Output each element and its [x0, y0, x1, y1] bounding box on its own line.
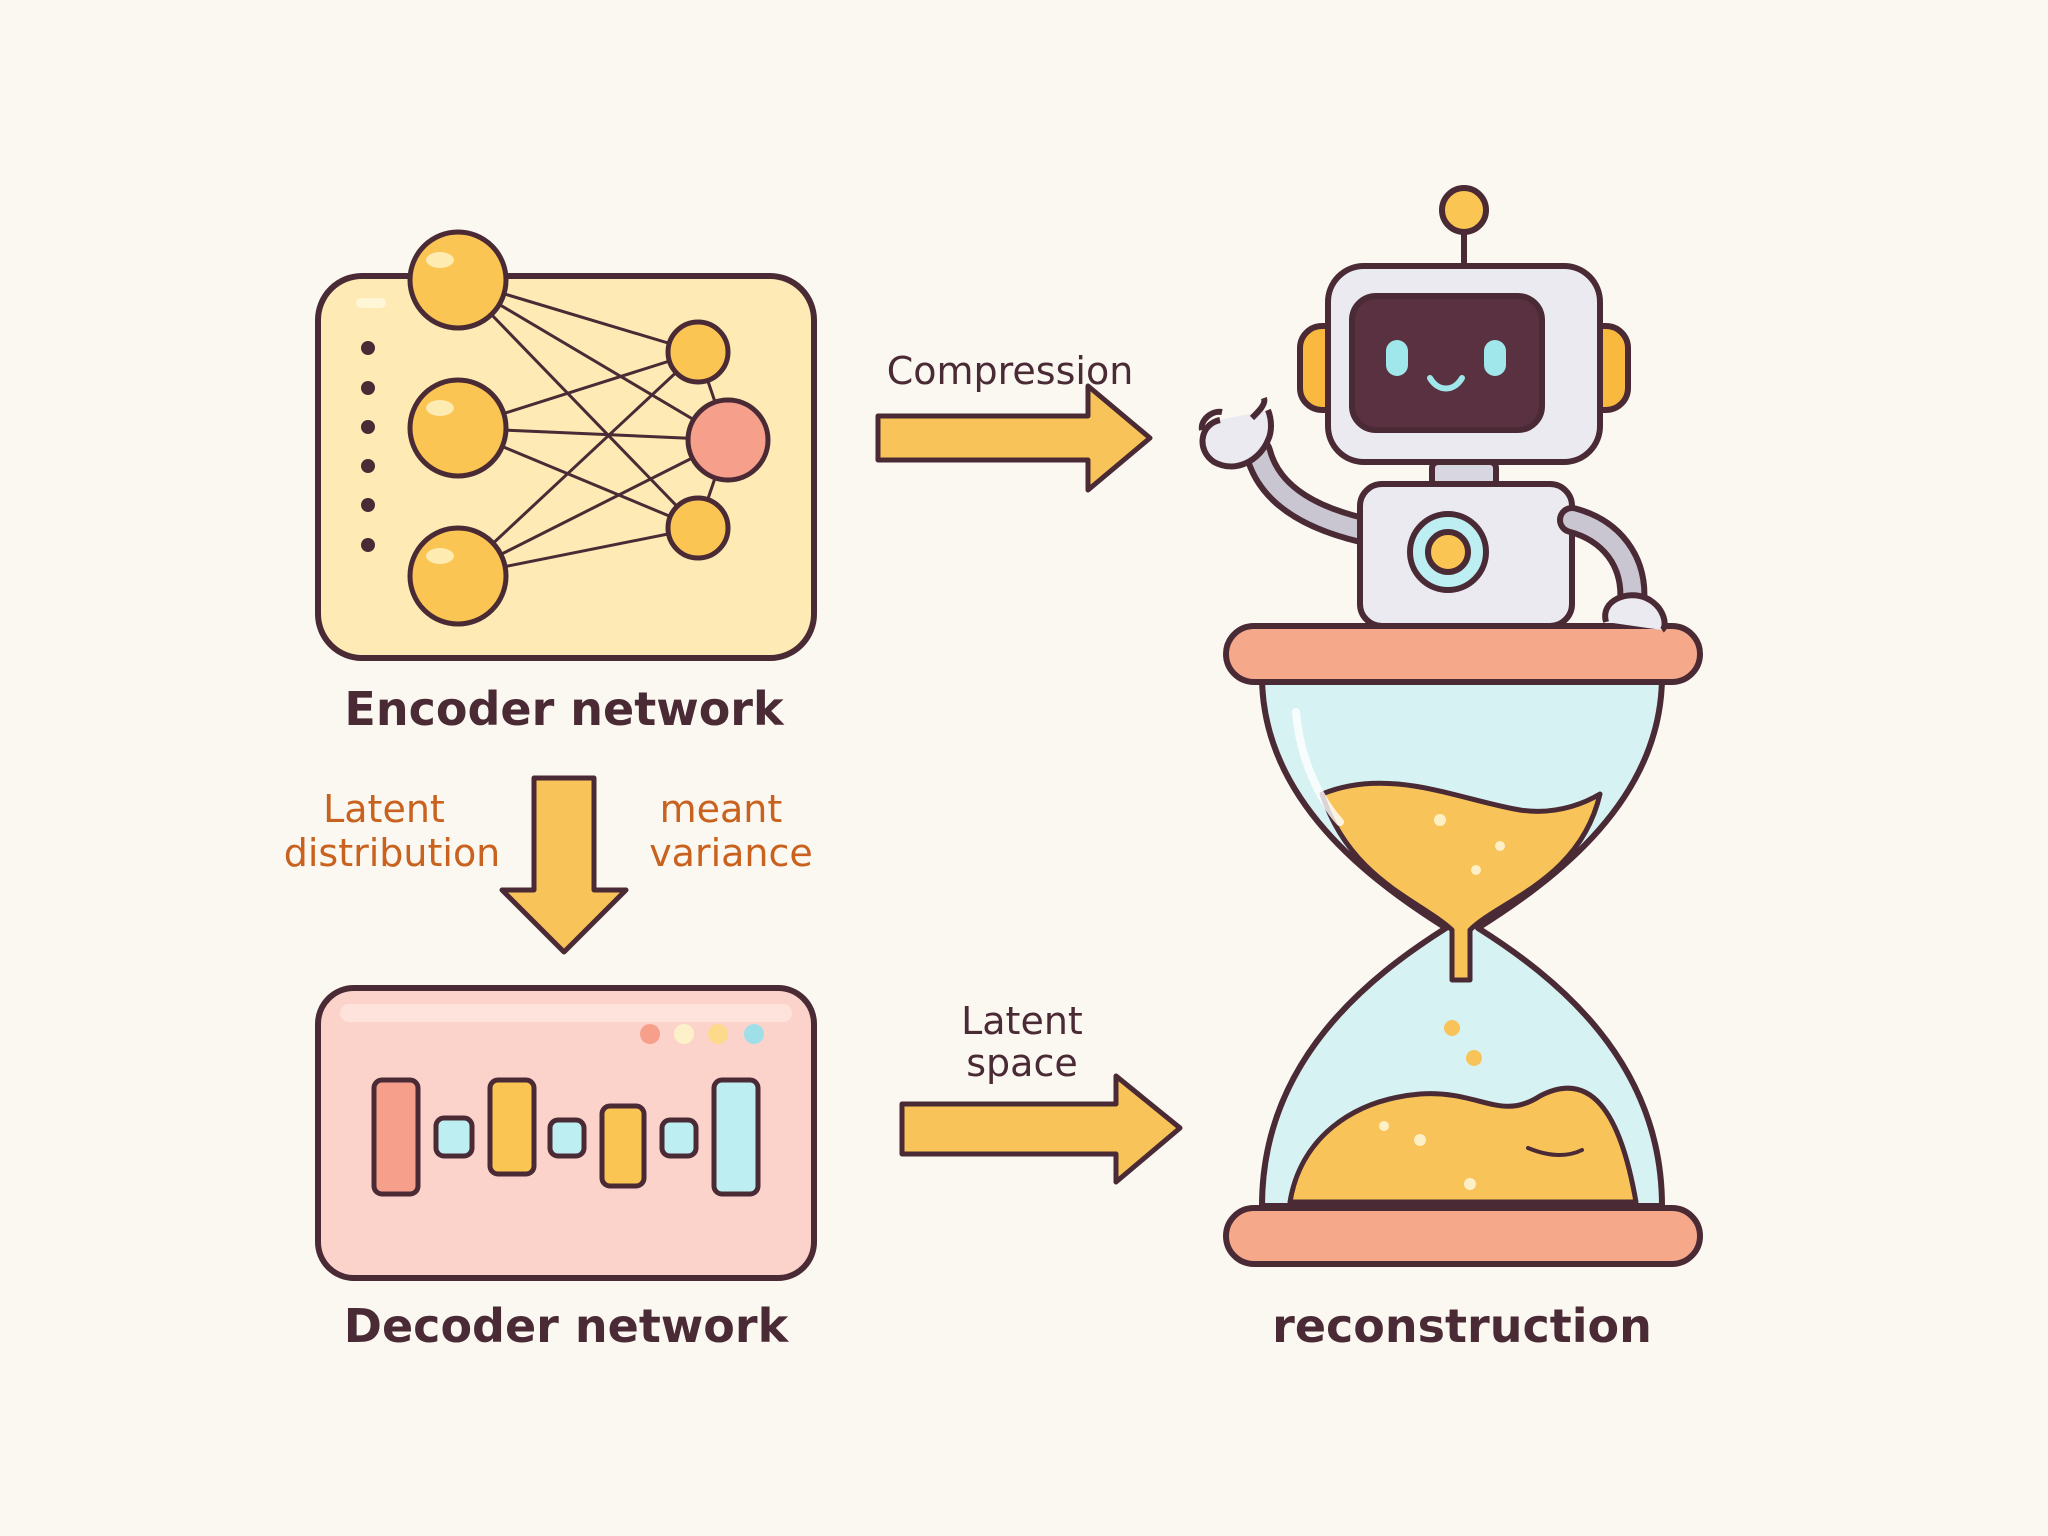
encoder-card [315, 229, 817, 661]
hidden-node [665, 495, 731, 561]
latent-down-arrow [499, 775, 629, 955]
robot-icon [1198, 185, 1668, 633]
latent-space-label: Latent space [961, 999, 1095, 1085]
input-node [407, 229, 509, 331]
encoder-label: Encoder network [344, 682, 785, 736]
ellipsis-dots [361, 341, 375, 552]
hourglass-top-cap [1223, 623, 1703, 685]
decoder-card [315, 985, 817, 1281]
latent-space-arrow [899, 1073, 1183, 1185]
mean-variance-label: meant variance [649, 787, 813, 875]
decoder-label: Decoder network [344, 1299, 790, 1353]
hourglass-bottom-cap [1223, 1205, 1703, 1267]
hourglass-icon [1223, 623, 1703, 1267]
sand-grains [1444, 1020, 1482, 1066]
window-dots [640, 1024, 764, 1044]
latent-distribution-label: Latent distribution [284, 787, 501, 875]
input-node [407, 377, 509, 479]
decoder-bars [371, 1077, 761, 1197]
compression-arrow [875, 383, 1153, 493]
hidden-node [665, 319, 731, 385]
latent-node [685, 397, 771, 483]
compression-label: Compression [887, 349, 1134, 393]
reconstruction-label: reconstruction [1272, 1299, 1652, 1353]
input-node [407, 525, 509, 627]
